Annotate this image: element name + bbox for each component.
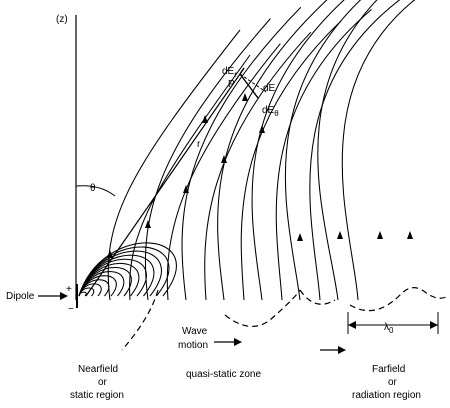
nearfield-label-3: static region [70,390,124,401]
radiation-field-line [107,29,241,301]
radius-vector [85,73,241,297]
nearfield-label-2: or [98,377,108,388]
radiation-field-line [181,6,302,301]
field-direction-arrows [107,93,413,258]
field-arrow [259,125,265,133]
z-axis-label: (z) [56,14,68,25]
dipole-label: Dipole [6,291,35,302]
radiation-field-line [275,8,372,301]
near-field-loop [78,279,110,297]
dE-r-vector [239,67,245,75]
dipole-plus: + [66,284,72,295]
dE-theta-label: dEθ [262,105,279,118]
dipole-minus: − [68,304,74,315]
dE-label: dE [263,83,276,94]
nearfield-label-1: Nearfield [78,364,118,375]
field-arrow [145,220,151,228]
radiation-field-line [217,0,328,301]
radiation-field-line [144,18,271,301]
dipole-pointer-head [60,292,68,300]
field-arrow [107,250,113,258]
radiation-field-line [317,0,378,301]
radiation-field-line [309,0,401,301]
field-arrow [221,155,227,163]
farfield-label-1: Farfield [372,364,405,375]
field-arrow [377,231,383,239]
wavelength-arrow-right [430,321,438,329]
near-field-loops [78,242,177,297]
field-arrow [407,231,413,239]
near-field-loop [78,258,147,297]
point-label: P [228,79,235,90]
wavelength-arrow-left [348,321,356,329]
farfield-label-3: radiation region [352,390,421,401]
field-arrow [202,115,208,123]
nearfield-boundary [121,289,159,351]
theta-arc [75,185,116,197]
farfield-label-2: or [388,377,398,388]
dE-r-label: dEr [222,66,237,79]
radiation-field-loops [107,0,416,301]
wave-trace [299,287,449,312]
quasi-static-boundary [224,289,301,327]
near-field-loop [78,242,177,297]
quasi-static-label: quasi-static zone [186,369,261,380]
radiation-field-line [204,31,312,301]
field-arrow [183,185,189,193]
radiation-field-line [341,0,416,301]
near-field-loop [78,262,140,297]
radiation-field-line [251,0,345,301]
radiation-field-line [284,0,362,301]
field-arrow [242,93,248,101]
field-arrow [297,233,303,241]
wave-motion-arrow-head [234,338,242,346]
wave-motion-label-2: motion [178,340,208,351]
wavelength-label: λ0 [384,322,394,335]
wave-motion-label-1: Wave [182,326,208,337]
farfield-arrow-head [338,346,346,354]
theta-label: θ [90,183,96,194]
field-arrow [337,231,343,239]
radiation-field-line [240,20,342,301]
dE-theta-vector [239,73,259,99]
dE-vector [239,73,267,93]
radius-label: r [197,139,201,150]
